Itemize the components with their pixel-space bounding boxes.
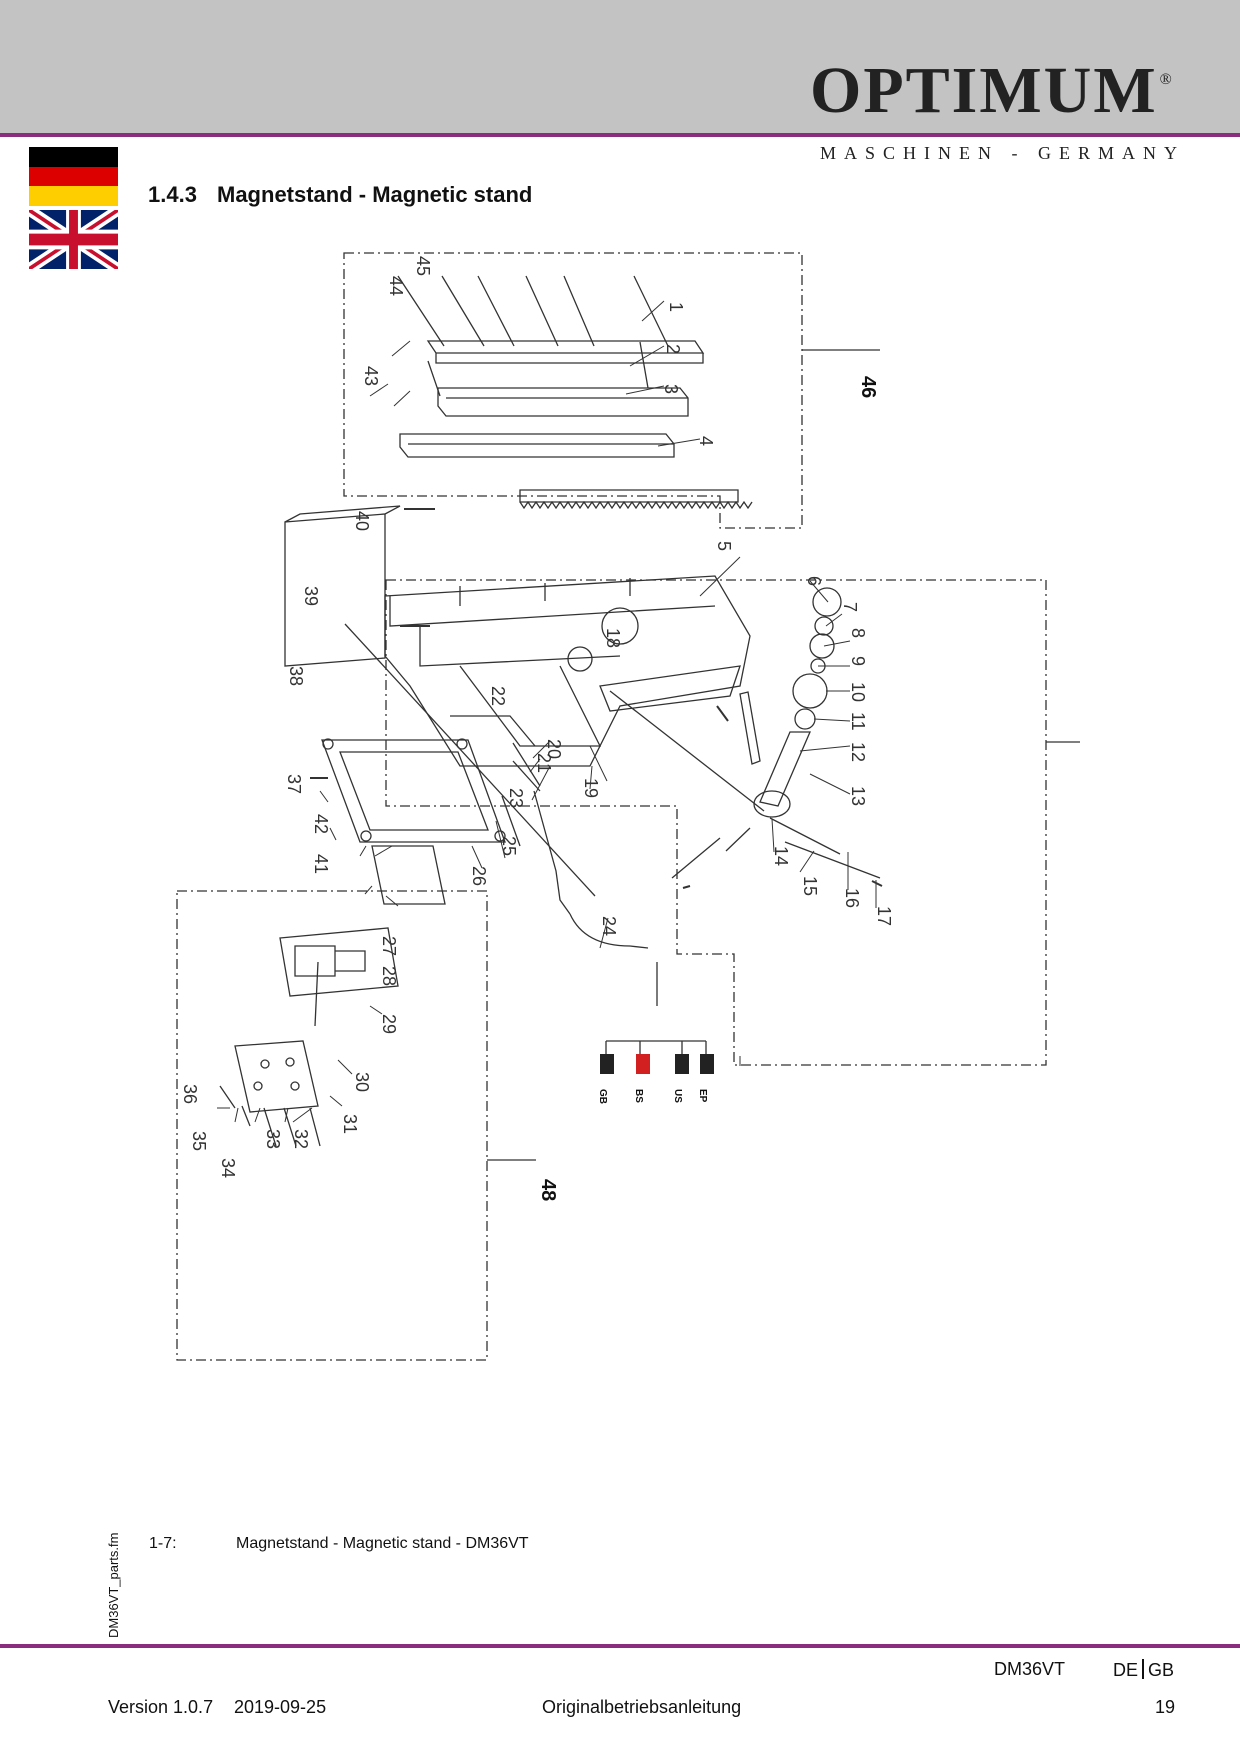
pinion-gear-train (609, 587, 881, 879)
part-label-18: 18 (603, 628, 623, 648)
group-frame-46 (343, 252, 803, 529)
plug-label-bs: BS (633, 1089, 644, 1103)
part-label-43: 43 (361, 366, 381, 386)
part-label-29: 29 (379, 1014, 399, 1034)
part-label-30: 30 (352, 1072, 372, 1092)
part-number-labels: 1 2 3 4 5 6 7 8 9 10 11 12 13 14 15 16 1… (180, 256, 894, 1178)
source-file-name: DM36VT_parts.fm (106, 1532, 121, 1638)
part-label-25: 25 (499, 836, 519, 856)
part-label-1: 1 (666, 302, 686, 312)
part-label-19: 19 (581, 778, 601, 798)
group-label-46: 46 (857, 376, 879, 398)
plug-label-ep: EP (697, 1089, 708, 1103)
part-label-5: 5 (714, 541, 734, 551)
part-label-8: 8 (848, 628, 868, 638)
footer-doc-type: Originalbetriebsanleitung (542, 1697, 742, 1717)
part-label-23: 23 (506, 788, 526, 808)
footer-languages: DE GB (1113, 1659, 1174, 1681)
part-label-33: 33 (263, 1129, 283, 1149)
magnet-base-body (284, 505, 751, 897)
part-label-16: 16 (842, 888, 862, 908)
part-label-36: 36 (180, 1084, 200, 1104)
section-heading: 1.4.3 Magnetstand - Magnetic stand (148, 182, 532, 208)
section-title: Magnetstand - Magnetic stand (217, 182, 533, 207)
part-label-28: 28 (379, 966, 399, 986)
part-label-21: 21 (534, 753, 554, 773)
header-band (0, 0, 1240, 133)
part-label-32: 32 (291, 1129, 311, 1149)
group-label-48: 48 (537, 1179, 559, 1201)
footer-rule (0, 1644, 1240, 1648)
uk-flag-icon (29, 210, 118, 269)
part-label-13: 13 (848, 786, 868, 806)
part-label-2: 2 (663, 344, 683, 354)
lang-separator (1142, 1659, 1145, 1679)
part-label-31: 31 (340, 1114, 360, 1134)
part-label-3: 3 (661, 384, 681, 394)
part-label-39: 39 (301, 586, 321, 606)
exploded-parts-diagram: 1 2 3 4 5 6 7 8 9 10 11 12 13 14 15 16 1… (176, 252, 1080, 1361)
part-label-4: 4 (696, 436, 716, 446)
plug-type-labels: GB BS US EP (597, 1089, 708, 1104)
part-label-45: 45 (413, 256, 433, 276)
figure-number: 1-7: (149, 1535, 177, 1552)
part-label-6: 6 (804, 576, 824, 586)
part-label-7: 7 (840, 602, 860, 612)
group-frame-48 (176, 890, 488, 1361)
part-label-15: 15 (800, 876, 820, 896)
part-label-24: 24 (599, 916, 619, 936)
part-label-27: 27 (379, 936, 399, 956)
footer-version: Version 1.0.7 (108, 1697, 214, 1717)
brand-name: OPTIMUM (810, 54, 1158, 127)
part-label-35: 35 (189, 1131, 209, 1151)
section-number: 1.4.3 (148, 182, 197, 207)
part-label-40: 40 (352, 511, 372, 531)
fasteners (310, 508, 883, 889)
part-label-17: 17 (874, 906, 894, 926)
part-label-11: 11 (848, 712, 868, 731)
part-label-26: 26 (469, 866, 489, 886)
brand-logo: OPTIMUM® (810, 58, 1174, 124)
leader-lines (217, 300, 877, 1123)
part-label-38: 38 (286, 666, 306, 686)
base-plate (321, 738, 506, 843)
part-label-22: 22 (488, 686, 508, 706)
registered-mark: ® (1159, 71, 1174, 88)
lang-de: DE (1113, 1660, 1139, 1680)
part-label-14: 14 (771, 846, 791, 866)
plug-icons (600, 1054, 714, 1074)
part-label-34: 34 (218, 1158, 238, 1178)
rail-assembly (397, 275, 753, 510)
group-label-47: 47 (1078, 766, 1080, 788)
german-flag-icon (29, 147, 118, 206)
footer-page-number: 19 (1155, 1697, 1176, 1717)
part-label-41: 41 (311, 854, 331, 874)
plug-label-gb: GB (597, 1089, 608, 1104)
footer-date: 2019-09-25 (234, 1697, 327, 1717)
power-cable (501, 742, 707, 1056)
part-label-20: 20 (544, 739, 564, 759)
plug-label-us: US (672, 1089, 683, 1103)
part-label-10: 10 (848, 682, 868, 702)
part-label-44: 44 (386, 276, 406, 296)
group-number-labels: 46 47 48 (537, 376, 1080, 1201)
footer-model: DM36VT (994, 1659, 1066, 1679)
control-electronics (219, 845, 446, 1147)
part-label-12: 12 (848, 742, 868, 762)
part-label-9: 9 (848, 656, 868, 666)
part-label-37: 37 (284, 774, 304, 794)
figure-caption: Magnetstand - Magnetic stand - DM36VT (236, 1535, 529, 1552)
brand-tagline: MASCHINEN - GERMANY (820, 143, 1186, 163)
part-label-42: 42 (311, 814, 331, 834)
lang-gb: GB (1148, 1660, 1175, 1680)
header-rule (0, 133, 1240, 137)
